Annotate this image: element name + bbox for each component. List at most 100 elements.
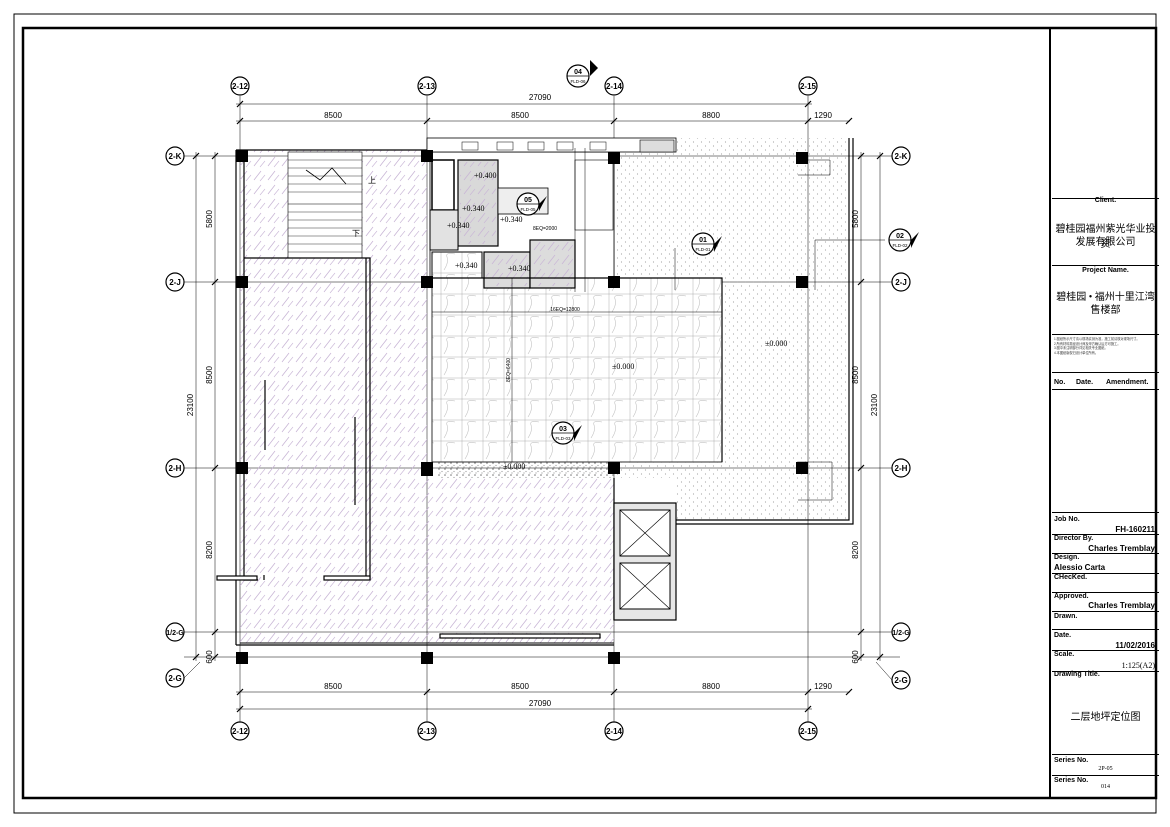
svg-text:8EQ=2000: 8EQ=2000 bbox=[533, 226, 557, 232]
svg-text:1/2-G: 1/2-G bbox=[166, 630, 184, 637]
director-value: Charles Tremblay bbox=[1088, 544, 1155, 553]
svg-text:FLD-05: FLD-05 bbox=[520, 207, 536, 212]
svg-text:05: 05 bbox=[524, 197, 532, 204]
client-label: Client. bbox=[1094, 197, 1117, 204]
dim-right-span: 8200 bbox=[851, 541, 860, 559]
svg-text:FLD-03: FLD-03 bbox=[555, 436, 571, 441]
job-no-label: Job No. bbox=[1054, 516, 1080, 523]
divider bbox=[1052, 512, 1159, 513]
scale-label: Scale. bbox=[1054, 651, 1075, 658]
dim-left-span: 600 bbox=[205, 650, 214, 664]
axis-right-half-G: 1/2-G bbox=[891, 622, 911, 642]
svg-text:FLD-01: FLD-01 bbox=[695, 247, 711, 252]
director-label: Director By. bbox=[1054, 535, 1094, 542]
series-value-2: 014 bbox=[1101, 784, 1110, 790]
dim-bottom-span: 8500 bbox=[511, 682, 529, 691]
axis-right-2-J: 2-J bbox=[891, 272, 911, 292]
svg-text:2-G: 2-G bbox=[894, 676, 907, 685]
callout-02: 02 FLD-02 bbox=[888, 228, 919, 252]
project-label: Project Name. bbox=[1082, 267, 1129, 274]
divider bbox=[1052, 265, 1159, 266]
divider bbox=[1052, 389, 1159, 390]
series-label: Series No. bbox=[1054, 757, 1089, 764]
axis-left-2-H: 2-H bbox=[165, 458, 185, 478]
dim-right-span: 600 bbox=[851, 650, 860, 664]
axis-bottom-2-14: 2-14 bbox=[604, 721, 624, 741]
drawing-title-label: Drawing Title. bbox=[1054, 671, 1100, 678]
svg-text:2-12: 2-12 bbox=[232, 727, 249, 736]
client-name-line1: 碧桂园福州紫光华业投资 bbox=[1055, 224, 1156, 250]
checked-label: CHecKed. bbox=[1054, 574, 1088, 581]
dim-bottom-span: 8500 bbox=[324, 682, 342, 691]
svg-text:2-15: 2-15 bbox=[800, 82, 817, 91]
stair bbox=[287, 151, 363, 259]
divider bbox=[1052, 754, 1159, 755]
walls bbox=[216, 138, 854, 646]
dim-top-span: 8500 bbox=[511, 111, 529, 120]
svg-text:01: 01 bbox=[699, 237, 707, 244]
svg-text:1/2-G: 1/2-G bbox=[892, 630, 910, 637]
axis-top-2-14: 2-14 bbox=[604, 76, 624, 96]
svg-text:2-15: 2-15 bbox=[800, 727, 817, 736]
svg-text:2-J: 2-J bbox=[895, 278, 907, 287]
dim-left-span: 8500 bbox=[205, 366, 214, 384]
dim-top-total: 27090 bbox=[529, 93, 552, 102]
stair-text: 上 下 bbox=[352, 176, 376, 238]
svg-text:2-14: 2-14 bbox=[606, 727, 623, 736]
series-value: 2P-05 bbox=[1098, 766, 1113, 772]
note-line: 4.本图纸版权归设计单位所有。 bbox=[1054, 350, 1099, 355]
callout-05: 05 FLD-05 bbox=[516, 192, 547, 216]
dim-right-span: 8500 bbox=[851, 366, 860, 384]
level-marks: +0.400 +0.340 +0.340 +0.340 +0.340 +0.34… bbox=[447, 171, 787, 471]
approved-label: Approved. bbox=[1054, 593, 1089, 600]
drawn-label: Drawn. bbox=[1054, 613, 1078, 620]
scale-value: 1:125(A2) bbox=[1121, 661, 1155, 670]
dim-bottom-span: 1290 bbox=[814, 682, 832, 691]
level-mark: +0.340 bbox=[462, 204, 485, 213]
columns bbox=[236, 150, 808, 664]
svg-text:2-G: 2-G bbox=[168, 674, 181, 683]
axis-left-2-J: 2-J bbox=[165, 272, 185, 292]
svg-text:2-12: 2-12 bbox=[232, 82, 249, 91]
date-label: Date. bbox=[1076, 379, 1094, 386]
svg-text:2-13: 2-13 bbox=[419, 82, 436, 91]
svg-text:2-14: 2-14 bbox=[606, 82, 623, 91]
dim-right-total: 23100 bbox=[870, 393, 879, 416]
date-label-2: Date. bbox=[1054, 632, 1072, 639]
no-label: No. bbox=[1054, 379, 1066, 386]
divider bbox=[1052, 650, 1159, 651]
axis-bubbles: 2-12 2-13 2-14 2-15 2-12 2-13 2-14 2-15 … bbox=[165, 76, 911, 741]
amendment-label: Amendment. bbox=[1106, 379, 1149, 386]
callout-04: 04 FLD-06 bbox=[566, 60, 598, 88]
drawing-title-value: 二层地坪定位图 bbox=[1070, 712, 1141, 723]
note-line: 1.图纸所示尺寸请以现场实测为准，施工前请核对现场尺寸。 bbox=[1054, 337, 1140, 341]
axis-bottom-2-15: 2-15 bbox=[798, 721, 818, 741]
svg-text:8EQ=6400: 8EQ=6400 bbox=[506, 358, 512, 382]
note-line: 3.图中未注明部分详见相关专业图纸。 bbox=[1054, 346, 1108, 350]
dim-top-span: 1290 bbox=[814, 111, 832, 120]
svg-text:2-K: 2-K bbox=[169, 152, 182, 161]
level-mark: +0.340 bbox=[500, 215, 523, 224]
svg-text:03: 03 bbox=[559, 426, 567, 433]
axis-top-2-15: 2-15 bbox=[798, 76, 818, 96]
inner-dims: 16EQ=12800 8EQ=6400 8EQ=2000 bbox=[506, 226, 580, 382]
divider bbox=[1052, 573, 1159, 574]
axis-leaders bbox=[183, 661, 893, 681]
divider bbox=[1052, 671, 1159, 672]
svg-text:2-J: 2-J bbox=[169, 278, 181, 287]
svg-text:16EQ=12800: 16EQ=12800 bbox=[550, 307, 580, 313]
svg-text:2-H: 2-H bbox=[895, 464, 908, 473]
axis-right-2-G: 2-G bbox=[891, 670, 911, 690]
section-callouts: 04 FLD-06 05 FLD-05 01 FLD-01 02 FLD-02 bbox=[516, 60, 919, 445]
axis-right-2-H: 2-H bbox=[891, 458, 911, 478]
project-name-line2: 售楼部 bbox=[1090, 305, 1121, 316]
callout-01: 01 FLD-01 bbox=[691, 232, 722, 256]
dim-left-span: 8200 bbox=[205, 541, 214, 559]
svg-text:2-13: 2-13 bbox=[419, 727, 436, 736]
series-label-2: Series No. bbox=[1054, 777, 1089, 784]
divider bbox=[1052, 611, 1159, 612]
divider bbox=[1052, 775, 1159, 776]
divider bbox=[1052, 534, 1159, 535]
